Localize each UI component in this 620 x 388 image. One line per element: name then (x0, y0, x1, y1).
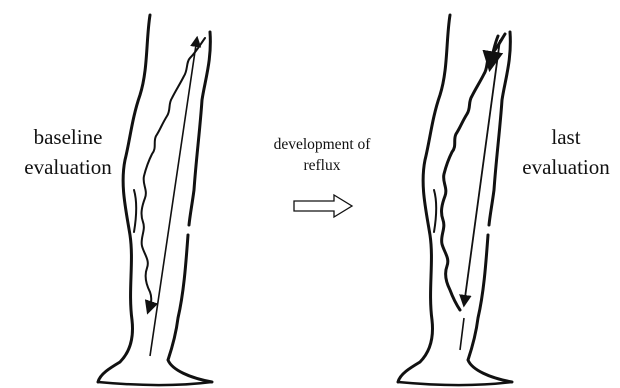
baseline-leg (98, 15, 212, 385)
last-knee-crease (434, 190, 436, 232)
last-label-line1: last (518, 122, 614, 152)
baseline-foot-sole (98, 382, 212, 385)
last-evaluation-leg (398, 15, 512, 385)
last-label-line2: evaluation (518, 152, 614, 182)
last-evaluation-label: last evaluation (518, 122, 614, 182)
last-leg-outer-contour (398, 15, 450, 382)
hollow-right-arrow-icon (294, 195, 352, 217)
baseline-label-line1: baseline (12, 122, 124, 152)
baseline-flow-arrow (150, 38, 197, 356)
baseline-evaluation-label: baseline evaluation (12, 122, 124, 182)
last-leg-inner-contour (468, 32, 512, 382)
last-foot-sole (398, 382, 512, 385)
transition-label-line2: reflux (255, 155, 389, 176)
baseline-knee-crease (134, 190, 136, 232)
transition-label-line1: development of (255, 134, 389, 155)
last-ankle-segment (460, 318, 464, 350)
baseline-label-line2: evaluation (12, 152, 124, 182)
baseline-leg-outer-contour (98, 15, 150, 382)
development-of-reflux-label: development of reflux (255, 134, 389, 176)
